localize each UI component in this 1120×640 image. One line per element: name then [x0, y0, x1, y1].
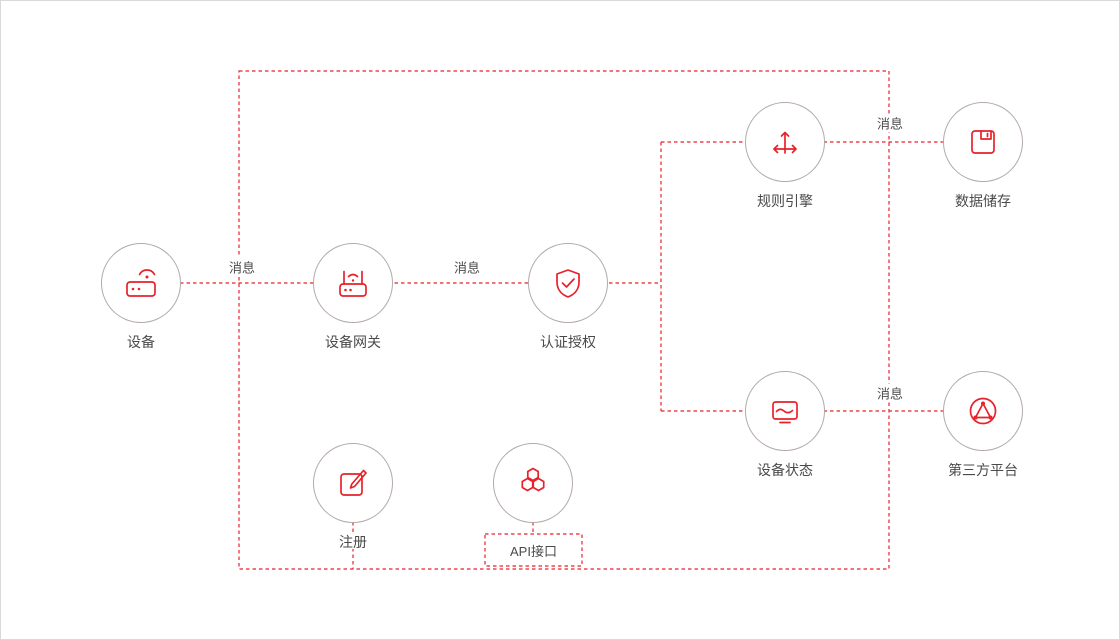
node-device [101, 243, 181, 323]
device-icon [126, 269, 156, 297]
boundary-box [238, 70, 890, 570]
node-register [313, 443, 393, 523]
node-rule-engine [745, 102, 825, 182]
node-api [493, 443, 573, 523]
node-api-label: API接口 [510, 543, 557, 559]
api-label-box [484, 533, 583, 567]
node-third-party [943, 371, 1023, 451]
node-auth-label: 认证授权 [537, 335, 599, 349]
hexagons-icon [521, 467, 545, 492]
network-triangle-icon [969, 397, 997, 425]
monitor-wave-icon [772, 401, 798, 424]
edit-pencil-icon [340, 469, 367, 496]
node-device-status [745, 371, 825, 451]
branch-arrows-icon [773, 131, 797, 154]
edge-label-message-3: 消息 [874, 113, 906, 133]
gateway-icon [339, 270, 367, 297]
node-data-storage-label: 数据储存 [952, 194, 1014, 208]
node-gateway [313, 243, 393, 323]
edge-label-message-4: 消息 [874, 383, 906, 403]
node-gateway-label: 设备网关 [322, 335, 384, 349]
node-device-label: 设备 [124, 335, 158, 349]
edge-label-message-2: 消息 [451, 257, 483, 277]
node-rule-engine-label: 规则引擎 [754, 194, 816, 208]
node-third-party-label: 第三方平台 [945, 463, 1021, 477]
node-data-storage [943, 102, 1023, 182]
node-register-label: 注册 [336, 535, 370, 549]
shield-check-icon [556, 269, 580, 298]
node-auth [528, 243, 608, 323]
edge-label-message-1: 消息 [226, 257, 258, 277]
storage-icon [971, 130, 995, 154]
node-device-status-label: 设备状态 [754, 463, 816, 477]
